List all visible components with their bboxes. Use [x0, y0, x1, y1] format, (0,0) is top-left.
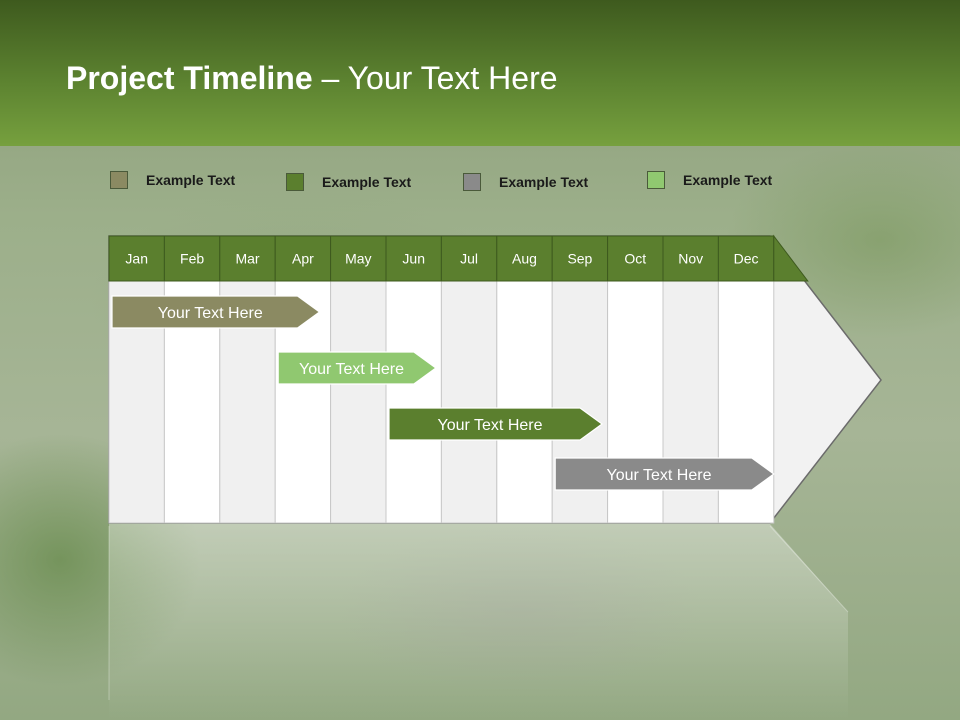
- month-header-row: Jan Feb Mar Apr May Jun Jul Aug Sep Oct Nov Dec: [108, 234, 809, 282]
- month-label: May: [345, 251, 371, 267]
- month-header-cell: [551, 235, 609, 282]
- month-column: [385, 280, 442, 524]
- legend-swatch: [463, 173, 481, 191]
- month-column: [496, 280, 553, 524]
- legend-item-3: Example Text: [463, 172, 588, 192]
- page-title: Project Timeline – Your Text Here: [66, 60, 558, 97]
- month-label: Jul: [460, 251, 478, 267]
- month-label: Mar: [235, 251, 259, 267]
- month-header-cell: [496, 235, 553, 282]
- month-header-cell: [607, 235, 664, 282]
- legend-swatch: [647, 171, 665, 189]
- month-header-cell: [662, 235, 719, 282]
- legend-label: Example Text: [322, 174, 412, 190]
- month-header-cell: [163, 235, 221, 282]
- legend-item-1: Example Text: [110, 170, 235, 190]
- task-bar-label: Your Text Here: [299, 361, 404, 378]
- month-column: [330, 280, 387, 524]
- month-label: Jan: [125, 251, 148, 267]
- month-header-cell: [385, 235, 442, 282]
- month-label: Oct: [624, 251, 646, 267]
- month-label: Nov: [678, 251, 703, 267]
- month-column: [440, 280, 498, 524]
- title-rest: – Your Text Here: [312, 60, 558, 96]
- task-bar: [111, 295, 321, 329]
- month-label: Feb: [180, 251, 204, 267]
- legend-label: Example Text: [499, 174, 589, 190]
- task-bar-label: Your Text Here: [438, 417, 543, 434]
- task-bar: [277, 351, 437, 385]
- month-header-cell: [274, 235, 332, 282]
- legend-swatch: [286, 173, 304, 191]
- month-header-cell: [440, 235, 498, 282]
- month-header-cell: [108, 235, 165, 282]
- header-arrow-tip: [773, 234, 809, 282]
- legend-label: Example Text: [683, 172, 773, 188]
- month-label: Sep: [567, 251, 592, 267]
- month-header-cell: [219, 235, 276, 282]
- legend-swatch: [110, 171, 128, 189]
- legend-label: Example Text: [146, 172, 236, 188]
- month-label: Apr: [292, 251, 314, 267]
- task-bar: [554, 457, 775, 491]
- task-bar-label: Your Text Here: [158, 305, 263, 322]
- legend-item-4: Example Text: [647, 170, 772, 190]
- month-label: Aug: [512, 251, 537, 267]
- month-label: Dec: [734, 251, 759, 267]
- reflection-edge-diagonal: [769, 525, 849, 613]
- month-header-cell: [330, 235, 387, 282]
- month-label: Jun: [402, 251, 425, 267]
- title-bold: Project Timeline: [66, 60, 313, 96]
- legend-item-2: Example Text: [286, 172, 411, 192]
- task-bar: [388, 407, 604, 441]
- timeline-reflection: [109, 524, 848, 720]
- task-bar-label: Your Text Here: [607, 467, 712, 484]
- header-band: Project Timeline – Your Text Here: [0, 0, 960, 146]
